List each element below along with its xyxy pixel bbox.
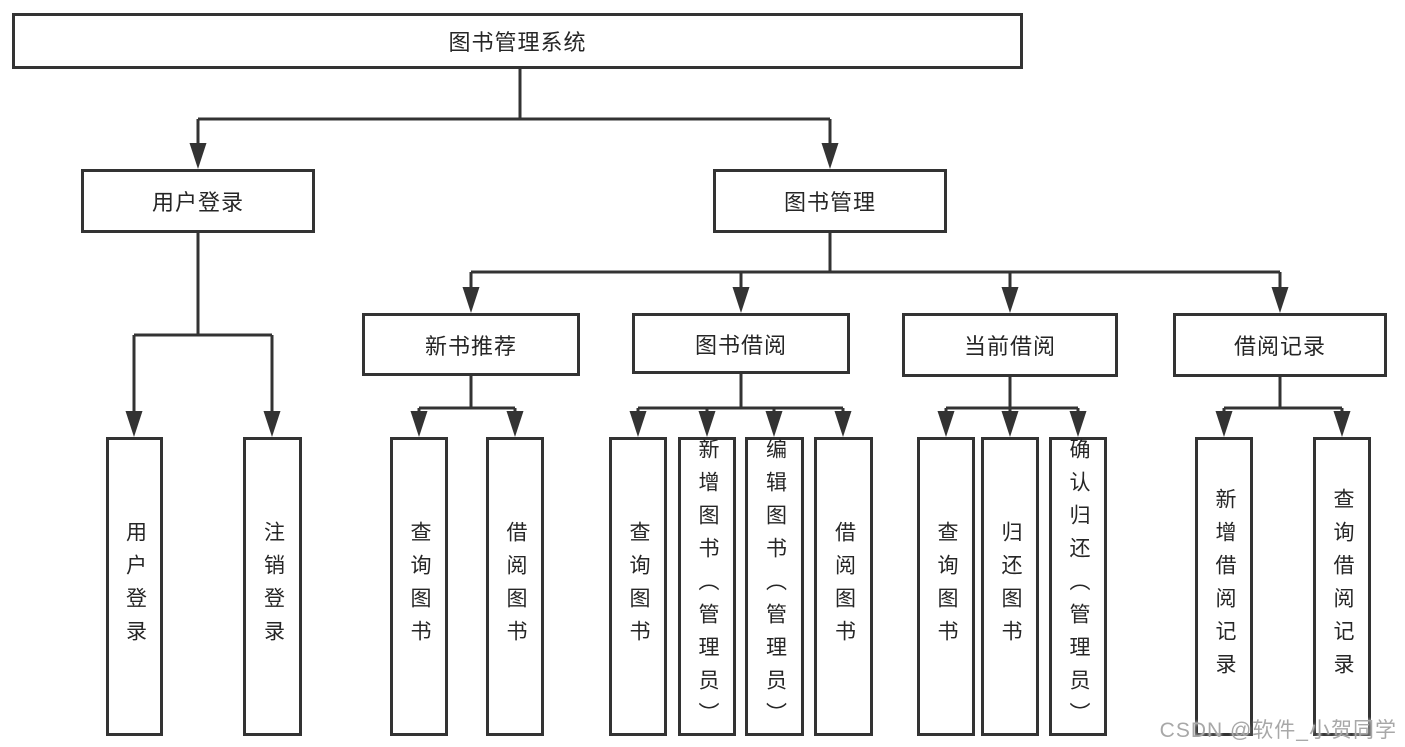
leaf-confirm-return-admin: 确认归还（管理员） [1049,437,1107,736]
leaf-borrow-books-recommend: 借阅图书 [486,437,544,736]
leaf-add-borrow-record: 新增借阅记录 [1195,437,1253,736]
leaf-query-books-recommend: 查询图书 [390,437,448,736]
node-book-borrow: 图书借阅 [632,313,850,374]
node-new-book-recommend: 新书推荐 [362,313,580,376]
leaf-label: 注销登录 [261,520,285,653]
leaf-label: 确认归还（管理员） [1067,438,1090,735]
leaf-logout: 注销登录 [243,437,302,736]
leaf-label: 查询图书 [627,520,650,653]
leaf-label: 借阅图书 [832,520,856,653]
leaf-edit-book-admin: 编辑图书（管理员） [745,437,804,736]
watermark-text: CSDN @软件_小贺同学 [1159,719,1397,742]
node-current-borrow: 当前借阅 [902,313,1118,377]
leaf-label: 用户登录 [123,520,147,653]
leaf-label: 新增图书（管理员） [696,438,719,735]
leaf-borrow-books-2: 借阅图书 [814,437,873,736]
leaf-label: 归还图书 [999,520,1022,653]
leaf-label: 新增借阅记录 [1213,487,1236,686]
leaf-add-book-admin: 新增图书（管理员） [678,437,736,736]
node-user-login: 用户登录 [81,169,315,233]
node-root: 图书管理系统 [12,13,1023,69]
leaf-user-login: 用户登录 [106,437,163,736]
leaf-query-books-borrow: 查询图书 [609,437,667,736]
leaf-return-book: 归还图书 [981,437,1039,736]
node-borrow-records: 借阅记录 [1173,313,1387,377]
node-book-management: 图书管理 [713,169,947,233]
leaf-label: 借阅图书 [504,520,527,653]
leaf-label: 查询图书 [935,520,958,653]
leaf-label: 查询借阅记录 [1331,487,1354,686]
leaf-query-books-current: 查询图书 [917,437,975,736]
leaf-query-borrow-record: 查询借阅记录 [1313,437,1371,736]
leaf-label: 编辑图书（管理员） [763,438,787,735]
leaf-label: 查询图书 [408,520,431,653]
